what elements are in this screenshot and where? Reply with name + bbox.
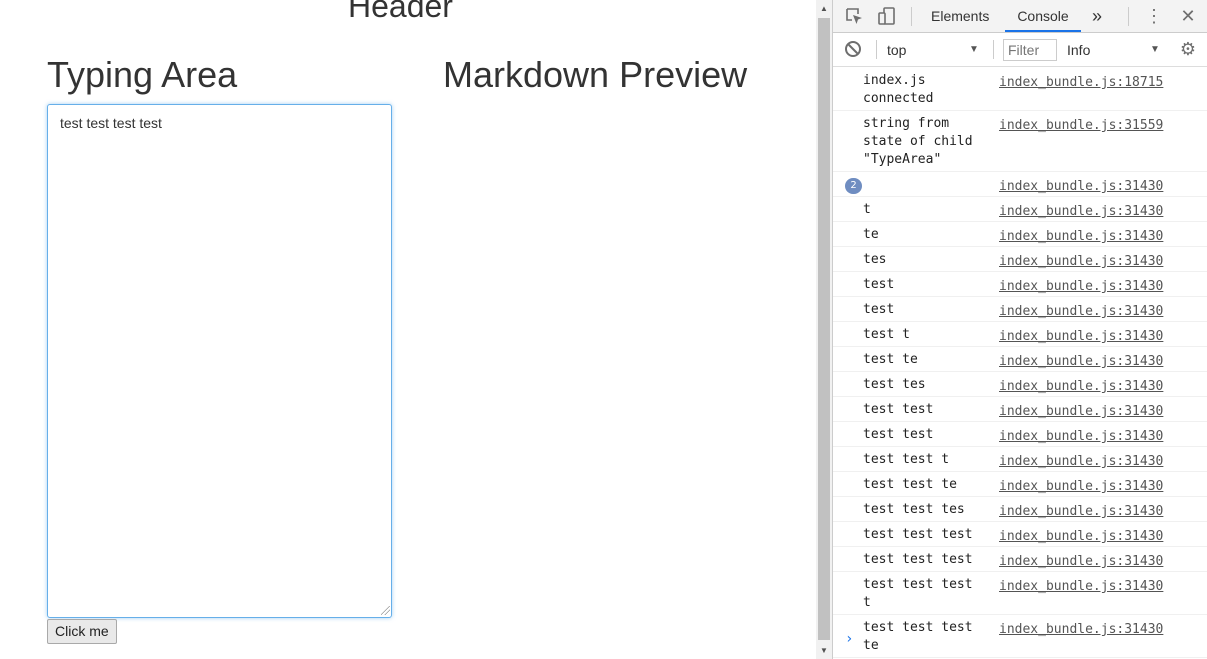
console-log-source-link[interactable]: index_bundle.js:31430 — [999, 404, 1164, 419]
console-log-source-link[interactable]: index_bundle.js:18715 — [999, 75, 1164, 90]
scroll-up-arrow-icon[interactable]: ▲ — [820, 4, 828, 13]
console-log-row: test test test t index_bundle.js:31430 — [833, 572, 1207, 615]
console-log-source-link[interactable]: index_bundle.js:31430 — [999, 554, 1164, 569]
scroll-down-arrow-icon[interactable]: ▼ — [820, 646, 828, 655]
console-log-source-link[interactable]: index_bundle.js:31430 — [999, 429, 1164, 444]
console-log-source-link[interactable]: index_bundle.js:31430 — [999, 279, 1164, 294]
console-log-message: test tes — [863, 377, 926, 392]
console-log-source-link[interactable]: index_bundle.js:31430 — [999, 304, 1164, 319]
repeat-count-badge: 2 — [845, 178, 862, 194]
console-log-row: test test index_bundle.js:31430 — [833, 397, 1207, 422]
console-prompt-icon[interactable]: › — [845, 631, 854, 647]
console-log-row: test t index_bundle.js:31430 — [833, 322, 1207, 347]
typing-area-title: Typing Area — [47, 54, 238, 95]
console-log-row: 2 index_bundle.js:31430 — [833, 172, 1207, 197]
typing-area-textarea[interactable] — [47, 104, 392, 618]
page-header: Header — [348, 0, 453, 24]
console-log-message: test test test — [863, 552, 973, 567]
console-filter-input[interactable] — [1003, 39, 1057, 61]
page-scrollbar[interactable]: ▲ ▼ — [816, 0, 832, 659]
console-log-source-link[interactable]: index_bundle.js:31430 — [999, 179, 1164, 194]
console-log-message: tes — [863, 252, 887, 267]
console-log-row: test test t index_bundle.js:31430 — [833, 447, 1207, 472]
console-log-source-link[interactable]: index_bundle.js:31430 — [999, 229, 1164, 244]
click-me-button[interactable]: Click me — [47, 619, 117, 644]
console-log-row: string from state of child "TypeArea" ind… — [833, 111, 1207, 172]
device-toolbar-icon[interactable] — [876, 6, 898, 26]
console-log-message: test test t — [863, 452, 950, 467]
console-log-row: test te index_bundle.js:31430 — [833, 347, 1207, 372]
console-log-row: test test test te index_bundle.js:31430 — [833, 615, 1207, 658]
console-log-message: test test test te — [863, 620, 973, 653]
toolbar-separator — [911, 7, 912, 26]
console-log-source-link[interactable]: index_bundle.js:31430 — [999, 204, 1164, 219]
toolbar-separator — [876, 40, 877, 59]
chevron-down-icon[interactable]: ▼ — [969, 44, 979, 55]
tab-elements[interactable]: Elements — [931, 8, 990, 24]
console-log-source-link[interactable]: index_bundle.js:31430 — [999, 622, 1164, 637]
console-log-row: test index_bundle.js:31430 — [833, 272, 1207, 297]
console-log-message: test — [863, 302, 895, 317]
console-log-source-link[interactable]: index_bundle.js:31430 — [999, 354, 1164, 369]
console-log-row: test tes index_bundle.js:31430 — [833, 372, 1207, 397]
close-icon[interactable]: ✕ — [1180, 6, 1196, 26]
console-log-row: test test test index_bundle.js:31430 — [833, 547, 1207, 572]
console-log-source-link[interactable]: index_bundle.js:31430 — [999, 454, 1164, 469]
devtools-panel: Elements Console » ⋮ ✕ top ▼ Info ▼ ⚙ in… — [832, 0, 1207, 659]
console-log-row: test test index_bundle.js:31430 — [833, 422, 1207, 447]
console-log-message: string from state of child "TypeArea" — [863, 116, 973, 167]
console-log-message: te — [863, 227, 879, 242]
console-log-row: test index_bundle.js:31430 — [833, 297, 1207, 322]
console-filter-bar: top ▼ Info ▼ ⚙ — [833, 33, 1207, 67]
console-log-message: test t — [863, 327, 910, 342]
console-log-message: index.js connected — [863, 73, 934, 106]
console-log-source-link[interactable]: index_bundle.js:31559 — [999, 118, 1164, 133]
kebab-menu-icon[interactable]: ⋮ — [1145, 6, 1163, 26]
device-toolbar-svg — [878, 7, 895, 25]
toolbar-separator — [1128, 7, 1129, 26]
scroll-thumb[interactable] — [818, 18, 830, 640]
console-log-message: test test te — [863, 477, 957, 492]
gear-icon[interactable]: ⚙ — [1179, 39, 1197, 59]
console-log-source-link[interactable]: index_bundle.js:31430 — [999, 329, 1164, 344]
console-log-row: tes index_bundle.js:31430 — [833, 247, 1207, 272]
console-log-row: index.js connected index_bundle.js:18715 — [833, 68, 1207, 111]
devtools-toolbar: Elements Console » ⋮ ✕ — [833, 0, 1207, 33]
console-log-message: test test tes — [863, 502, 965, 517]
console-log-row: t index_bundle.js:31430 — [833, 197, 1207, 222]
console-log-source-link[interactable]: index_bundle.js:31430 — [999, 254, 1164, 269]
console-log-message: test test test t — [863, 577, 973, 610]
console-log-message: test test test — [863, 527, 973, 542]
clear-console-svg — [845, 41, 861, 57]
chevron-down-icon[interactable]: ▼ — [1150, 44, 1160, 55]
inspect-element-svg — [846, 8, 862, 24]
console-log-source-link[interactable]: index_bundle.js:31430 — [999, 529, 1164, 544]
inspect-element-icon[interactable] — [843, 6, 865, 26]
console-log-message: test — [863, 277, 895, 292]
more-tabs-icon[interactable]: » — [1092, 6, 1103, 26]
console-log-message — [863, 176, 993, 194]
console-log-row: te index_bundle.js:31430 — [833, 222, 1207, 247]
console-log-message: t — [863, 202, 871, 217]
toolbar-separator — [993, 40, 994, 59]
console-log-row: test test test index_bundle.js:31430 — [833, 522, 1207, 547]
console-log-message: test test — [863, 427, 934, 442]
console-log-row: test test tes index_bundle.js:31430 — [833, 497, 1207, 522]
console-log-source-link[interactable]: index_bundle.js:31430 — [999, 504, 1164, 519]
console-log-message: test test — [863, 402, 934, 417]
clear-console-icon[interactable] — [842, 39, 864, 59]
console-log-message: test te — [863, 352, 918, 367]
console-log-source-link[interactable]: index_bundle.js:31430 — [999, 379, 1164, 394]
console-log-row: test test te index_bundle.js:31430 — [833, 472, 1207, 497]
console-log-source-link[interactable]: index_bundle.js:31430 — [999, 479, 1164, 494]
tab-console[interactable]: Console — [1005, 0, 1081, 32]
context-selector[interactable]: top — [887, 42, 907, 58]
markdown-preview-title: Markdown Preview — [443, 54, 748, 95]
textarea-resize-grip[interactable] — [381, 606, 390, 615]
console-log-source-link[interactable]: index_bundle.js:31430 — [999, 579, 1164, 594]
log-level-selector[interactable]: Info — [1067, 42, 1091, 58]
page-viewport: Header Typing Area Markdown Preview Clic… — [47, 0, 748, 644]
